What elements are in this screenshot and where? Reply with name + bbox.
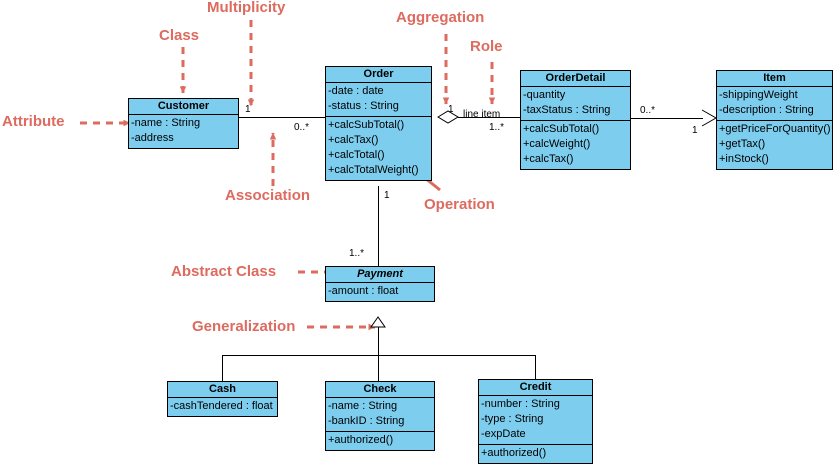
attributes-compartment-item: -shippingWeight -description : String — [717, 87, 832, 120]
multiplicity-orderdetail-item-side: 0..* — [640, 105, 656, 116]
operation-row: +calcSubTotal() — [523, 123, 600, 135]
class-name-item: Item — [717, 71, 832, 87]
operation-row: +calcWeight() — [523, 138, 591, 150]
attribute-row: -name : String — [131, 117, 201, 129]
attribute-row: -address — [131, 132, 174, 144]
operation-row: +authorized() — [328, 434, 394, 446]
attribute-row: -expDate — [481, 428, 526, 440]
class-name-check: Check — [326, 382, 434, 398]
class-box-item[interactable]: Item -shippingWeight -description : Stri… — [716, 70, 833, 170]
association-line-orderdetail-item — [631, 118, 703, 119]
role-label-line-item: line item — [463, 109, 501, 120]
association-line-order-payment — [378, 186, 379, 266]
attribute-row: -number : String — [481, 398, 560, 410]
attribute-row: -quantity — [523, 89, 566, 101]
attributes-compartment-credit: -number : String -type : String -expDate — [479, 396, 592, 444]
class-name-orderdetail: OrderDetail — [521, 71, 630, 87]
attributes-compartment-customer: -name : String -address — [129, 115, 238, 148]
annotation-role: Role — [470, 38, 503, 55]
generalization-trunk — [378, 327, 379, 355]
operation-row: +calcTax() — [328, 134, 379, 146]
operations-compartment-order: +calcSubTotal() +calcTax() +calcTotal() … — [326, 116, 431, 180]
annotation-attribute: Attribute — [2, 113, 65, 130]
association-line-customer-order — [239, 117, 325, 118]
attribute-row: -bankID : String — [328, 415, 405, 427]
attributes-compartment-check: -name : String -bankID : String — [326, 398, 434, 431]
generalization-drop-check — [378, 355, 379, 381]
multiplicity-order-side: 0..* — [294, 122, 310, 133]
annotation-class: Class — [159, 27, 200, 44]
operation-row: +calcSubTotal() — [328, 119, 405, 131]
attributes-compartment-orderdetail: -quantity -taxStatus : String — [521, 87, 630, 120]
annotation-abstract-class: Abstract Class — [171, 263, 277, 280]
multiplicity-payment-side: 1..* — [349, 248, 365, 259]
operations-compartment-credit: +authorized() — [479, 444, 592, 463]
annotation-aggregation: Aggregation — [396, 9, 485, 26]
operations-compartment-check: +authorized() — [326, 431, 434, 450]
annotation-generalization: Generalization — [192, 318, 296, 335]
class-box-payment[interactable]: Payment -amount : float — [325, 266, 435, 302]
navigability-arrowhead — [701, 109, 718, 127]
multiplicity-order-payment-side: 1 — [384, 190, 390, 201]
multiplicity-item-side: 1 — [692, 125, 698, 136]
attributes-compartment-cash: -cashTendered : float — [168, 398, 277, 416]
generalization-drop-cash — [222, 355, 223, 381]
class-box-cash[interactable]: Cash -cashTendered : float — [167, 381, 278, 417]
attribute-row: -description : String — [719, 104, 814, 116]
multiplicity-orderdetail-side: 1..* — [489, 122, 505, 133]
operations-compartment-orderdetail: +calcSubTotal() +calcWeight() +calcTax() — [521, 120, 630, 169]
multiplicity-customer-side: 1 — [245, 104, 251, 115]
class-name-order: Order — [326, 67, 431, 83]
operation-row: +authorized() — [481, 447, 547, 459]
class-box-customer[interactable]: Customer -name : String -address — [128, 98, 239, 149]
annotation-multiplicity: Multiplicity — [207, 0, 286, 16]
class-box-order[interactable]: Order -date : date -status : String +cal… — [325, 66, 432, 181]
class-name-customer: Customer — [129, 99, 238, 115]
operation-row: +inStock() — [719, 153, 769, 165]
operation-row: +calcTotalWeight() — [328, 164, 419, 176]
generalization-drop-credit — [535, 355, 536, 381]
attribute-row: -status : String — [328, 100, 399, 112]
annotation-operation: Operation — [424, 196, 495, 213]
operation-row: +calcTotal() — [328, 149, 385, 161]
class-box-check[interactable]: Check -name : String -bankID : String +a… — [325, 381, 435, 451]
operations-compartment-item: +getPriceForQuantity() +getTax() +inStoc… — [717, 120, 832, 169]
attribute-row: -cashTendered : float — [170, 400, 273, 412]
attribute-row: -name : String — [328, 400, 398, 412]
operation-row: +getTax() — [719, 138, 766, 150]
generalization-triangle — [370, 316, 386, 328]
attribute-row: -type : String — [481, 413, 544, 425]
attribute-row: -taxStatus : String — [523, 104, 611, 116]
multiplicity-order-aggregation-side: 1 — [448, 104, 454, 115]
attribute-row: -shippingWeight — [719, 89, 798, 101]
annotation-association: Association — [225, 187, 311, 204]
aggregation-line-order-orderdetail — [458, 117, 520, 118]
attributes-compartment-order: -date : date -status : String — [326, 83, 431, 116]
class-box-orderdetail[interactable]: OrderDetail -quantity -taxStatus : Strin… — [520, 70, 631, 170]
class-name-cash: Cash — [168, 382, 277, 398]
attribute-row: -date : date — [328, 85, 384, 97]
attributes-compartment-payment: -amount : float — [326, 283, 434, 301]
class-box-credit[interactable]: Credit -number : String -type : String -… — [478, 379, 593, 464]
class-name-credit: Credit — [479, 380, 592, 396]
attribute-row: -amount : float — [328, 285, 399, 297]
operation-row: +calcTax() — [523, 153, 574, 165]
class-name-payment: Payment — [326, 267, 434, 283]
operation-row: +getPriceForQuantity() — [719, 123, 831, 135]
